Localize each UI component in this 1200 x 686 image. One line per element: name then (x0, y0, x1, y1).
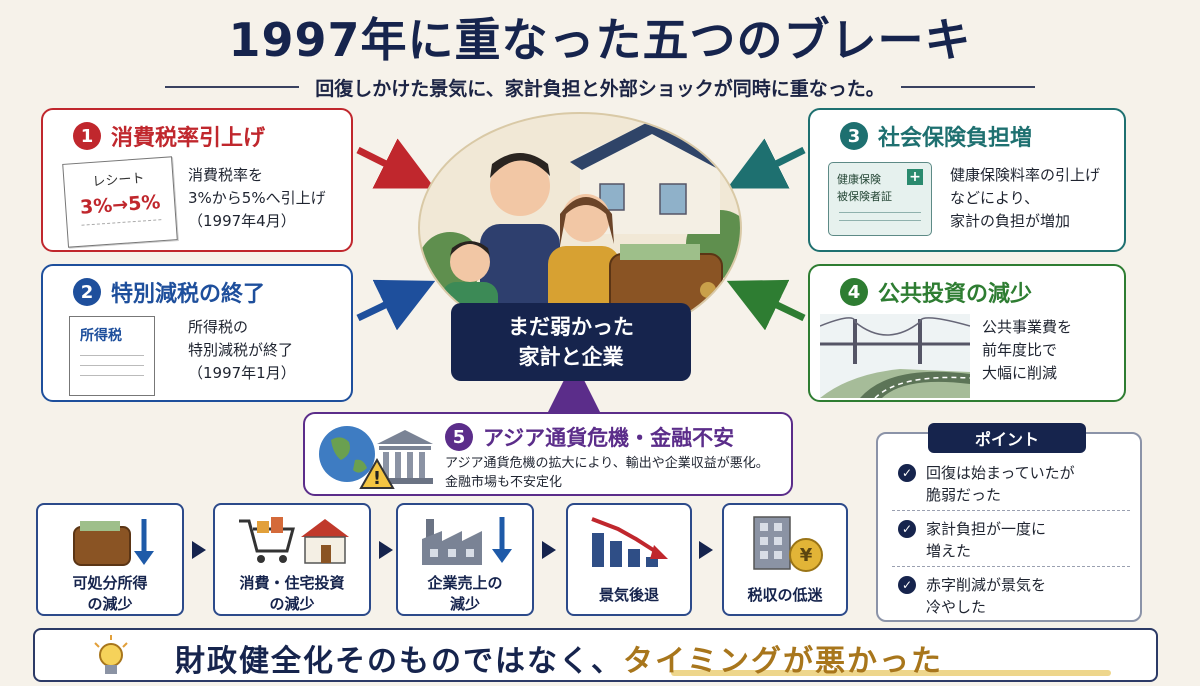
factor-number-badge: 4 (840, 278, 868, 306)
factor-title: 特別減税の終了 (111, 282, 266, 307)
arrow-factor1 (356, 138, 436, 189)
check-icon: ✓ (898, 464, 916, 482)
point-divider (892, 566, 1130, 567)
flow-arrow (542, 541, 556, 559)
insurance-card-icon: + 健康保険 被保険者証 (828, 162, 932, 236)
point-item: ✓ 赤字削減が景気を冷やした (898, 574, 1138, 618)
center-label-line1: まだ弱かった (508, 315, 634, 339)
flow-step-consumption-housing: 消費・住宅投資 の減少 (213, 503, 371, 616)
factor-description: 所得税の 特別減税が終了 （1997年1月） (188, 318, 296, 382)
chart-down-icon (591, 517, 668, 567)
flow-label-line: 消費・住宅投資 (239, 574, 345, 592)
conclusion-highlight: タイミングが悪かった (623, 644, 943, 679)
family-worried-icon (420, 120, 740, 342)
center-label-line2: 家計と企業 (518, 345, 624, 369)
point-divider (892, 510, 1130, 511)
conclusion-prefix: 財政健全化そのものではなく、 (175, 644, 623, 679)
factor-description: アジア通貨危機の拡大により、輸出や企業収益が悪化。 金融市場も不安定化 (445, 456, 769, 490)
point-item: ✓ 家計負担が一度に増えた (898, 518, 1138, 562)
subtitle: 回復しかけた景気に、家計負担と外部ショックが同時に重なった。 (315, 77, 885, 100)
check-icon: ✓ (898, 520, 916, 538)
factor-description: 健康保険料率の引上げ などにより、 家計の負担が増加 (950, 166, 1101, 230)
globe-bank-warning-icon: ! (319, 426, 433, 489)
point-item: ✓ 回復は始まっていたが脆弱だった (898, 462, 1138, 506)
flow-label-line: 企業売上の (427, 574, 503, 592)
factor-number-badge: 2 (73, 278, 101, 306)
factor-title: 公共投資の減少 (878, 282, 1033, 307)
arrow-factor3 (726, 138, 806, 189)
factor-title-row: 5 アジア通貨危機・金融不安 (445, 422, 734, 452)
tax-document-label: 所得税 (80, 328, 122, 344)
flow-label-line: の減少 (269, 595, 315, 613)
building-yen-icon: ¥ (753, 516, 823, 572)
flow-step-disposable-income: 可処分所得 の減少 (36, 503, 184, 616)
points-header: ポイント (928, 423, 1086, 453)
factor-title: 消費税率引上げ (111, 126, 266, 151)
flow-label-line: 景気後退 (598, 586, 659, 604)
page-title: 1997年に重なった五つのブレーキ (228, 13, 972, 67)
plus-icon: + (907, 169, 923, 185)
highlight-underline (671, 670, 1111, 676)
conclusion-banner: 財政健全化そのものではなく、タイミングが悪かった (33, 628, 1158, 682)
factor-title-row: 2 特別減税の終了 (73, 276, 265, 308)
bridge-road-icon (820, 314, 970, 398)
factor-number-badge: 1 (73, 122, 101, 150)
factor-description: 公共事業費を 前年度比で 大幅に削減 (982, 318, 1073, 382)
conclusion-text: 財政健全化そのものではなく、タイミングが悪かった (175, 636, 943, 680)
check-icon: ✓ (898, 576, 916, 594)
factor-title: 社会保険負担増 (878, 126, 1033, 151)
flow-step-corporate-sales: 企業売上の 減少 (396, 503, 534, 616)
factor-card-consumption-tax: 1 消費税率引上げ レシート 3%→5% 消費税率を 3%から5%へ引上げ （1… (41, 108, 353, 252)
factor-number-badge: 5 (445, 423, 473, 451)
flow-arrow (699, 541, 713, 559)
tax-document-icon: 所得税 (69, 316, 155, 396)
flow-arrow (192, 541, 206, 559)
flow-label-line: 可処分所得 (72, 574, 148, 592)
factor-card-asian-crisis: ! 5 アジア通貨危機・金融不安 アジア通貨危機の拡大により、輸出や企業収益が悪… (303, 412, 793, 496)
factory-down-icon (422, 517, 512, 565)
flow-arrow (379, 541, 393, 559)
factor-number-badge: 3 (840, 122, 868, 150)
factor-card-public-investment: 4 公共投資の減少 公共事業費を 前年度比で 大幅に削減 (808, 264, 1126, 402)
svg-text:!: ! (373, 468, 381, 489)
flow-step-tax-revenue: ¥ 税収の低迷 (722, 503, 848, 616)
factor-title-row: 3 社会保険負担増 (840, 120, 1032, 152)
subtitle-line-right (900, 86, 1035, 88)
flow-label-line: の減少 (87, 595, 133, 613)
subtitle-line-left (165, 86, 300, 88)
subtitle-row: 回復しかけた景気に、家計負担と外部ショックが同時に重なった。 (165, 72, 1035, 102)
svg-text:¥: ¥ (800, 545, 813, 566)
arrow-factor4 (726, 279, 806, 331)
wallet-down-icon (73, 519, 154, 566)
cart-house-icon (239, 517, 349, 564)
lightbulb-icon (94, 635, 128, 674)
flow-label-line: 減少 (449, 595, 480, 613)
factor-title: アジア通貨危機・金融不安 (483, 426, 735, 450)
factor-card-social-insurance: 3 社会保険負担増 + 健康保険 被保険者証 健康保険料率の引上げ などにより、… (808, 108, 1126, 252)
arrow-factor2 (356, 279, 436, 331)
points-panel: ✓ 回復は始まっていたが脆弱だった ✓ 家計負担が一度に増えた ✓ 赤字削減が景… (876, 432, 1142, 622)
factor-title-row: 1 消費税率引上げ (73, 120, 265, 152)
factor-card-special-tax-cut: 2 特別減税の終了 所得税 所得税の 特別減税が終了 （1997年1月） (41, 264, 353, 402)
flow-label-line: 税収の低迷 (747, 586, 823, 604)
center-label-box: まだ弱かった 家計と企業 (451, 303, 691, 381)
factor-title-row: 4 公共投資の減少 (840, 276, 1032, 308)
factor-description: 消費税率を 3%から5%へ引上げ （1997年4月） (188, 166, 326, 230)
flow-step-recession: 景気後退 (566, 503, 692, 616)
